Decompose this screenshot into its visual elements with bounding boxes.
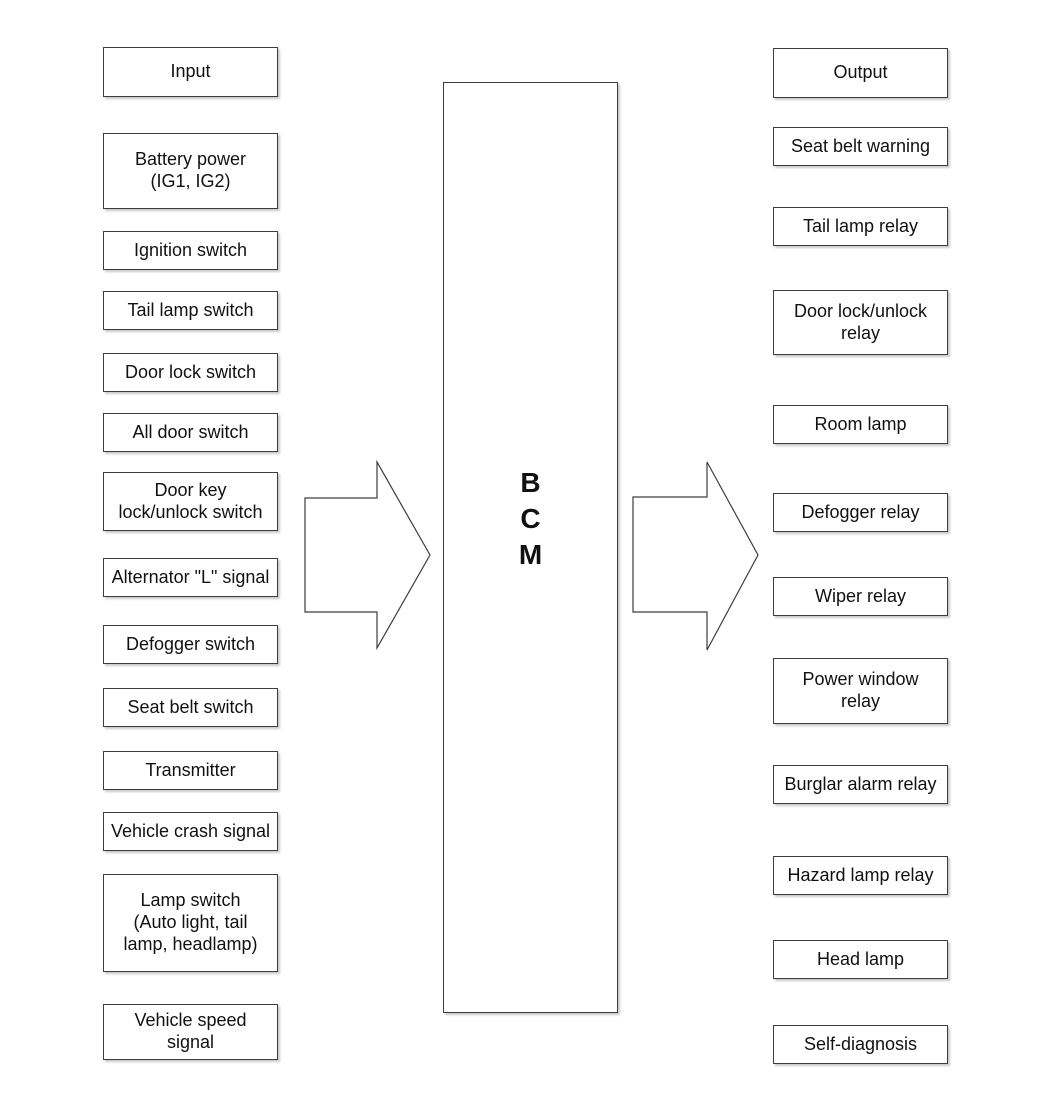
output-box-power-window-relay: Power window relay (773, 658, 948, 724)
input-box-alternator-l-signal: Alternator "L" signal (103, 558, 278, 597)
input-box-door-key-lock-unlock-switch: Door key lock/unlock switch (103, 472, 278, 531)
output-header-box: Output (773, 48, 948, 98)
input-box-transmitter: Transmitter (103, 751, 278, 790)
output-box-room-lamp: Room lamp (773, 405, 948, 444)
bcm-box: B C M (443, 82, 618, 1013)
input-box-all-door-switch: All door switch (103, 413, 278, 452)
input-box-vehicle-crash-signal: Vehicle crash signal (103, 812, 278, 851)
bcm-label: B C M (518, 467, 543, 570)
input-box-ignition-switch: Ignition switch (103, 231, 278, 270)
input-box-seat-belt-switch: Seat belt switch (103, 688, 278, 727)
input-arrow-icon (304, 460, 431, 650)
output-box-hazard-lamp-relay: Hazard lamp relay (773, 856, 948, 895)
input-box-tail-lamp-switch: Tail lamp switch (103, 291, 278, 330)
input-box-door-lock-switch: Door lock switch (103, 353, 278, 392)
input-box-defogger-switch: Defogger switch (103, 625, 278, 664)
output-box-door-lock-unlock-relay: Door lock/unlock relay (773, 290, 948, 355)
output-box-defogger-relay: Defogger relay (773, 493, 948, 532)
output-box-tail-lamp-relay: Tail lamp relay (773, 207, 948, 246)
input-box-lamp-switch: Lamp switch (Auto light, tail lamp, head… (103, 874, 278, 972)
output-box-seat-belt-warning: Seat belt warning (773, 127, 948, 166)
input-box-vehicle-speed-signal: Vehicle speed signal (103, 1004, 278, 1060)
output-box-wiper-relay: Wiper relay (773, 577, 948, 616)
output-box-head-lamp: Head lamp (773, 940, 948, 979)
output-box-burglar-alarm-relay: Burglar alarm relay (773, 765, 948, 804)
output-arrow-icon (632, 461, 759, 651)
output-box-self-diagnosis: Self-diagnosis (773, 1025, 948, 1064)
input-box-battery-power: Battery power (IG1, IG2) (103, 133, 278, 209)
input-header-box: Input (103, 47, 278, 97)
